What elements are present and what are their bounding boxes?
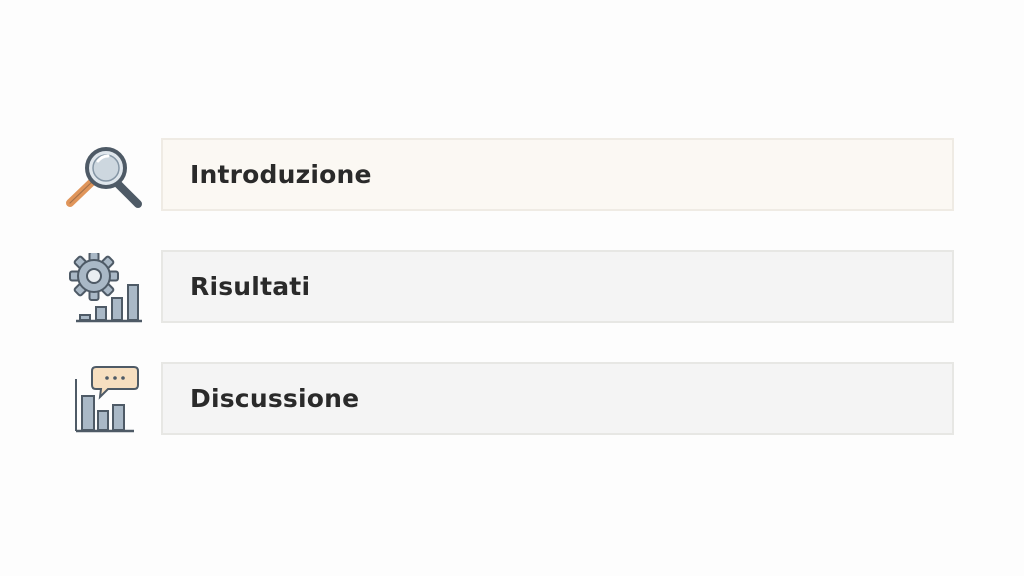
section-label: Risultati (190, 272, 311, 301)
section-row-discussione[interactable]: Discussione (62, 361, 958, 439)
section-row-introduzione[interactable]: Introduzione (62, 137, 958, 215)
section-label: Introduzione (190, 160, 372, 189)
section-bar: Risultati (161, 250, 954, 323)
section-bar: Discussione (161, 362, 954, 435)
chat-bubble-bar-chart-icon (62, 365, 146, 439)
gear-bar-chart-icon (62, 253, 146, 327)
section-row-risultati[interactable]: Risultati (62, 249, 958, 327)
magnifying-glass-icon (62, 141, 146, 215)
section-label: Discussione (190, 384, 360, 413)
section-bar: Introduzione (161, 138, 954, 211)
